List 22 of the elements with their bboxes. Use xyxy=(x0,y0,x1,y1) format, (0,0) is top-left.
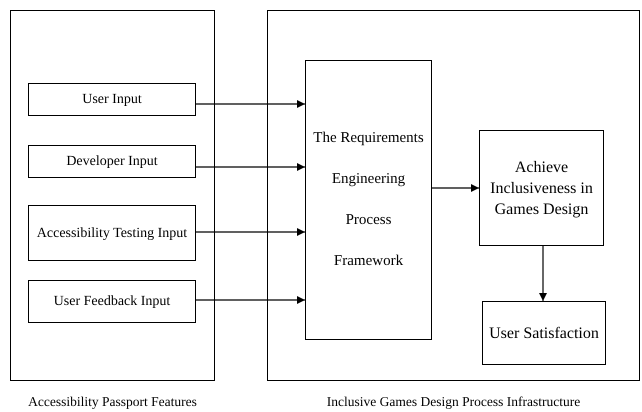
box-label: Accessibility Testing Input xyxy=(36,224,188,242)
process-box xyxy=(28,205,196,261)
process-box xyxy=(28,145,196,178)
arrow xyxy=(196,100,305,108)
arrow xyxy=(196,296,305,304)
panel-heading: Inclusive Games Design Process Infrastructure xyxy=(326,394,580,410)
arrow xyxy=(196,163,305,171)
box-label: The Requirements Engineering Process Framework xyxy=(312,129,425,271)
box-label: User Feedback Input xyxy=(52,293,172,310)
arrow xyxy=(432,184,479,192)
box-label: Achieve Inclusiveness in Games Design xyxy=(489,158,594,220)
process-box xyxy=(28,83,196,116)
process-box xyxy=(28,280,196,323)
box-label: Developer Input xyxy=(65,153,159,170)
box-label: User Input xyxy=(81,91,143,108)
process-box xyxy=(305,60,432,340)
arrow xyxy=(196,228,305,236)
arrow xyxy=(539,246,547,301)
panel-heading: Accessibility Passport Features xyxy=(28,394,197,410)
box-label: User Satisfaction xyxy=(488,324,600,344)
process-box xyxy=(482,301,606,365)
process-box xyxy=(479,130,604,246)
